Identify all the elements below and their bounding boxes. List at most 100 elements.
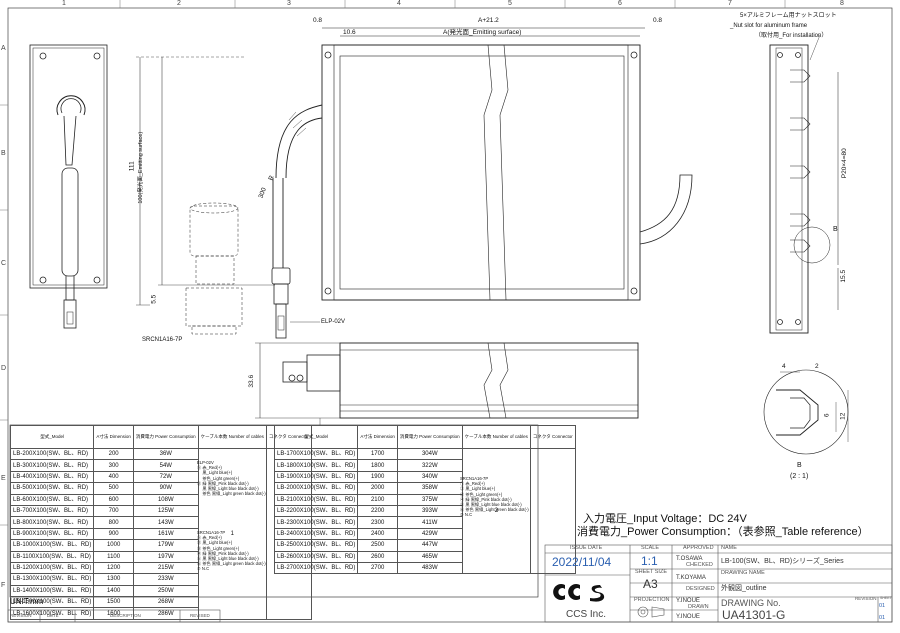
power-consumption: 消費電力_Power Consumption：（表参照_Table refere… xyxy=(577,526,869,538)
table-cell-model: LB-2700X100(SW、BL、RD) xyxy=(273,561,359,575)
nut-slot-en-label: _Nut slot for aluminum frame xyxy=(730,23,808,29)
table-cell-w: 483W xyxy=(396,561,463,575)
unit-label: UNIT:mm xyxy=(10,597,44,606)
dim-pitch: P20×4=80 xyxy=(840,148,848,179)
front-view xyxy=(321,27,693,301)
table-cell-model: LB-1300X100(SW、BL、RD) xyxy=(9,573,95,586)
table-cell-w: 143W xyxy=(132,516,199,529)
dim-slot-h1: 6 xyxy=(823,413,831,418)
table-cell-model: LB-300X100(SW、BL、RD) xyxy=(9,459,95,472)
pin-note-line: 黒 黒線_Light blue black dot(-) xyxy=(197,486,259,492)
table-cell-model: LB-1100X100(SW、BL、RD) xyxy=(9,550,95,563)
table-cell-w: 393W xyxy=(396,504,463,518)
pin-note-line: ① 赤_Red(+) xyxy=(197,465,222,471)
table-cell-model: LB-1700X100(SW、BL、RD) xyxy=(273,447,359,461)
table-cell-a: 400 xyxy=(93,470,134,484)
pin-note-line: ⑤ 黒 黒線_Light blue black dot(-) xyxy=(460,502,522,508)
table-cell-a: 1800 xyxy=(357,459,398,472)
table-cell-w: 108W xyxy=(132,493,199,506)
scale: 1:1 xyxy=(641,554,658,568)
col-model: 型式_Model xyxy=(273,425,359,449)
table-cell-a: 2300 xyxy=(357,516,398,529)
product-name: LB-100(SW、BL、RD)シリーズ_Series xyxy=(721,558,844,565)
col-dim: A寸法 Dimension xyxy=(93,425,134,449)
table-cell-w: 322W xyxy=(396,459,463,472)
dim-a-emitting: A(発光面_Emitting surface) xyxy=(443,29,522,36)
company-name: CCS Inc. xyxy=(566,609,607,620)
pin-note-line: ⑥ 茶色 黒線_Light green black dot(-) xyxy=(460,507,529,513)
projection-symbol xyxy=(637,606,665,618)
table-cell-a: 700 xyxy=(93,504,134,518)
table-cell-model: LB-2400X100(SW、BL、RD) xyxy=(273,527,359,541)
dim-emit-height: 100(発光面_Emitting surface) xyxy=(138,131,145,204)
col-label: 7 xyxy=(728,0,732,7)
pin-note-line: ① 赤_Red(+) xyxy=(460,481,485,487)
table-cell-model: LB-1400X100(SW、BL、RD) xyxy=(9,584,95,598)
table-cell-model: LB-400X100(SW、BL、RD) xyxy=(9,470,95,484)
table-cell-a: 1400 xyxy=(93,584,134,598)
col-dim: A寸法 Dimension xyxy=(357,425,398,449)
rev-col-description: DESCRIPTION xyxy=(110,613,141,618)
pin-note-line: ③ 茶色_Light green(+) xyxy=(460,491,503,497)
drawn-by: Y.INOUE xyxy=(676,614,700,620)
col-cables: ケーブル本数 Number of cables xyxy=(197,425,267,449)
table-cell-a: 500 xyxy=(93,482,134,495)
rev-col-revision: REVISION xyxy=(10,613,32,618)
dim-gap-left: 0.8 xyxy=(313,17,323,24)
table-cell-a: 1300 xyxy=(93,573,134,586)
table-cell-a: 2500 xyxy=(357,539,398,552)
table-cell-model: LB-2300X100(SW、BL、RD) xyxy=(273,516,359,529)
table-cell-model: LB-500X100(SW、BL、RD) xyxy=(9,482,95,495)
pin-note-line: SRCN1A16-7P xyxy=(460,476,489,481)
table-cell-w: 215W xyxy=(132,561,199,575)
pin-note-line: ⑦ N.C xyxy=(197,566,210,572)
table-cell-w: 465W xyxy=(396,550,463,563)
rev-col-date: DATE xyxy=(47,613,59,618)
sheet-size-label: SHEET SIZE xyxy=(635,569,667,575)
table-cell-model: LB-1600X100(SW、BL、RD) xyxy=(9,607,95,620)
table-cell-w: 358W xyxy=(396,482,463,495)
pin-note-line: ⑦ N.C xyxy=(460,512,473,518)
pin-note-line: ① 赤_Red(+) xyxy=(197,535,222,541)
row-label: F xyxy=(1,582,6,589)
table-cell-model: LB-2600X100(SW、BL、RD) xyxy=(273,550,359,563)
table-cell-w: 286W xyxy=(132,607,199,620)
issue-date: 2022/11/04 xyxy=(552,555,612,569)
pin-note-line: ③ 茶色_Light green(+) xyxy=(197,545,240,551)
revision: 01 xyxy=(879,603,886,609)
drawing-name-label: DRAWING NAME xyxy=(721,570,765,576)
col-power: 消費電力 Power Consumption xyxy=(132,425,199,449)
table-cell-a: 1100 xyxy=(93,550,134,563)
row-label: C xyxy=(1,260,7,267)
table-cell-a: 800 xyxy=(93,516,134,529)
table-cell-w: 304W xyxy=(396,447,463,461)
table-cell-w: 72W xyxy=(132,470,199,484)
dim-depth: 33.6 xyxy=(248,374,256,388)
dim-height: 111 xyxy=(128,161,136,172)
left-end-view xyxy=(29,44,108,329)
input-voltage: 入力電圧_Input Voltage：DC 24V xyxy=(583,513,747,525)
table-cell-model: LB-1500X100(SW、BL、RD) xyxy=(9,596,95,609)
table-cell-model: LB-600X100(SW、BL、RD) xyxy=(9,493,95,506)
table-cell-w: 36W xyxy=(132,447,199,461)
table-cell-w: 268W xyxy=(132,596,199,609)
table-cell-model: LB-2000X100(SW、BL、RD) xyxy=(273,482,359,495)
right-end-view xyxy=(769,34,839,334)
table-cell-a: 2100 xyxy=(357,493,398,506)
drawing-name: 外観図_outline xyxy=(721,585,767,592)
table-cell-model: LB-1800X100(SW、BL、RD) xyxy=(273,459,359,472)
